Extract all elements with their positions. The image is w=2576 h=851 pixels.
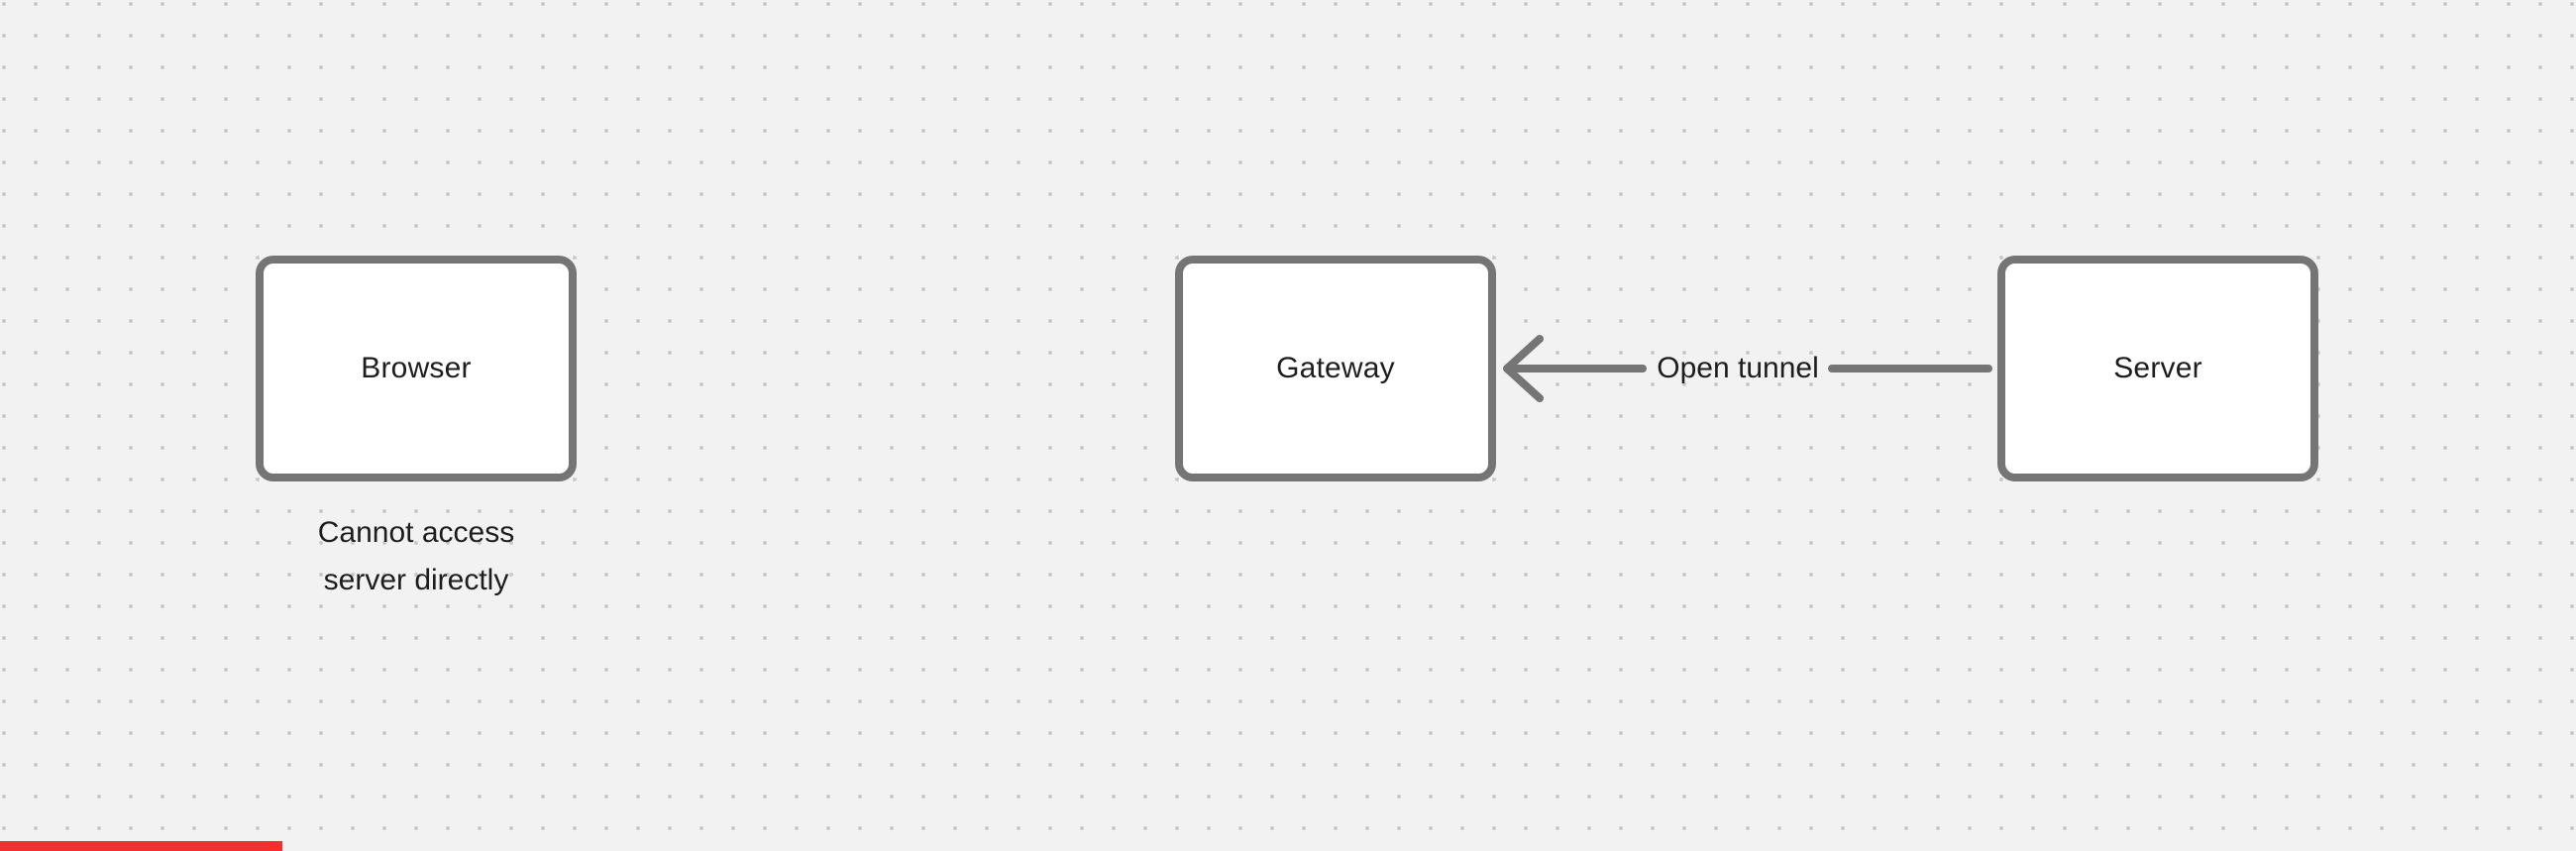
- playback-progress-bar[interactable]: [0, 841, 282, 851]
- tunnel-arrow-label[interactable]: Open tunnel: [1657, 352, 1819, 384]
- browser-caption-line-1: Cannot access: [317, 516, 515, 549]
- node-server[interactable]: Server: [1997, 256, 2318, 481]
- node-server-label: Server: [2113, 352, 2202, 384]
- node-gateway[interactable]: Gateway: [1175, 256, 1496, 481]
- node-browser-label: Browser: [361, 352, 472, 384]
- node-browser[interactable]: Browser: [256, 256, 577, 481]
- tunnel-arrow[interactable]: [1486, 322, 2001, 416]
- browser-caption[interactable]: Cannot access server directly: [236, 509, 596, 604]
- node-gateway-label: Gateway: [1276, 352, 1395, 384]
- browser-caption-line-2: server directly: [323, 564, 509, 596]
